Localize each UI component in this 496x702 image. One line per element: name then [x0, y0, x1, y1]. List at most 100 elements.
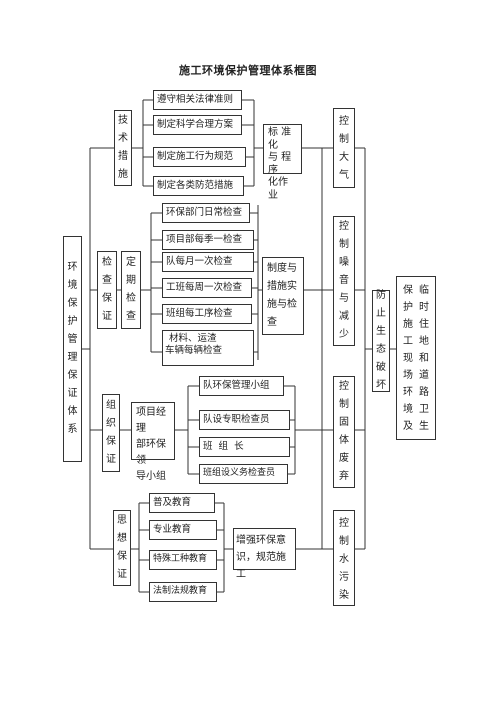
char: 弃	[339, 471, 349, 482]
char: 和	[419, 352, 429, 364]
check-item-5: 班组每工序检查	[162, 304, 252, 324]
char: 织	[106, 418, 116, 429]
char: 卫	[419, 403, 429, 415]
tech-result-line-2: 与 程 序	[268, 152, 292, 176]
check-item-1: 环保部门日常检查	[162, 203, 250, 223]
char: 施	[118, 169, 128, 180]
char: 查	[102, 275, 112, 286]
char: 与	[339, 293, 349, 304]
char: 期	[126, 275, 136, 286]
char: 生	[419, 420, 429, 432]
char: 护	[403, 301, 413, 313]
char: 废	[339, 453, 349, 464]
check-item-2: 项目部每季一检查	[162, 230, 254, 250]
char: 住	[419, 318, 429, 330]
char: 护	[67, 316, 78, 327]
char: 境	[403, 403, 413, 415]
goal-column-1: 保护施工现场环境及	[403, 282, 413, 435]
tech-item-2: 制定科学合理方案	[153, 115, 242, 135]
char: 技	[118, 115, 128, 126]
diagram-title: 施工环境保护管理体系框图	[179, 64, 317, 77]
org-item-1: 队环保管理小组	[199, 376, 284, 396]
check-result-line-3: 施与检	[267, 299, 297, 310]
char: 查	[126, 311, 136, 322]
check-item-6-line-2: 车辆每辆检查	[165, 344, 223, 356]
char: 控	[339, 518, 349, 529]
prevent-eco-damage-box: 防止生态破坏	[372, 290, 390, 392]
org-leader-line-3: 导小组	[136, 471, 166, 482]
char: 临	[419, 284, 429, 296]
char: 检	[102, 257, 112, 268]
thought-result-box: 增强环保意 识，规范施工	[233, 528, 296, 580]
char: 污	[339, 572, 349, 583]
char: 证	[106, 454, 116, 465]
check-item-6: 材料、运渣 车辆每辆检查	[162, 330, 254, 366]
char: 证	[117, 569, 127, 580]
root-box: 环境保护管理保证体系	[63, 236, 82, 462]
char: 路	[419, 386, 429, 398]
char: 措	[118, 151, 128, 162]
char: 止	[376, 308, 386, 319]
char: 气	[339, 170, 349, 181]
char: 工	[403, 335, 413, 347]
char: 大	[339, 152, 349, 163]
check-result-box: 制度与 措施实 施与检 查	[262, 257, 304, 335]
char: 证	[102, 311, 112, 322]
char: 时	[419, 301, 429, 313]
char: 保	[403, 284, 413, 296]
thought-item-3: 特殊工种教育	[149, 550, 217, 570]
char: 保	[102, 293, 112, 304]
char: 固	[339, 417, 349, 428]
tech-label-box: 技术措施	[114, 110, 132, 186]
tech-result-line-1: 标 准 化	[268, 127, 292, 151]
tech-item-3: 制定施工行为规范	[153, 147, 246, 167]
char: 制	[339, 399, 349, 410]
char: 破	[376, 362, 386, 373]
char: 系	[67, 424, 78, 435]
char: 保	[67, 298, 78, 309]
char: 控	[339, 221, 349, 232]
char: 管	[67, 334, 78, 345]
thought-result-line-1: 增强环保意	[236, 535, 286, 546]
char: 组	[106, 400, 116, 411]
char: 制	[339, 536, 349, 547]
char: 减	[339, 311, 349, 322]
char: 染	[339, 590, 349, 601]
char: 环	[67, 262, 78, 273]
thought-label-box: 思想保证	[113, 510, 131, 586]
char: 场	[403, 369, 413, 381]
char: 想	[117, 533, 127, 544]
char: 现	[403, 352, 413, 364]
tech-item-1: 遵守相关法律准则	[153, 90, 242, 110]
char: 生	[376, 326, 386, 337]
periodic-check-box: 定期检查	[121, 251, 141, 329]
char: 保	[106, 436, 116, 447]
check-item-4: 工班每周一次检查	[162, 278, 252, 298]
char: 保	[67, 370, 78, 381]
control-air-box: 控制大气	[333, 108, 355, 188]
goal-text: 保护施工现场环境及临时住地和道路卫生	[403, 282, 429, 435]
char: 定	[126, 257, 136, 268]
tech-item-4: 制定各类防范措施	[153, 176, 244, 196]
char: 环	[403, 386, 413, 398]
char: 体	[67, 406, 78, 417]
goal-column-2: 临时住地和道路卫生	[419, 282, 429, 435]
control-noise-box: 控制噪音与减少	[333, 216, 355, 346]
char: 制	[339, 134, 349, 145]
char: 体	[339, 435, 349, 446]
goal-box: 保护施工现场环境及临时住地和道路卫生	[396, 276, 436, 440]
char: 思	[117, 515, 127, 526]
control-solid-waste-box: 控制固体废弃	[333, 376, 355, 488]
char: 水	[339, 554, 349, 565]
org-leader-line-2: 部环保领	[136, 439, 166, 466]
char: 及	[403, 420, 413, 432]
char: 道	[419, 369, 429, 381]
org-item-3: 班 组 长	[199, 437, 290, 457]
thought-item-2: 专业教育	[149, 520, 217, 540]
check-result-line-1: 制度与	[267, 263, 297, 274]
char: 坏	[376, 380, 386, 391]
char: 制	[339, 239, 349, 250]
org-leader-box: 项目经理 部环保领 导小组	[131, 402, 175, 482]
thought-item-1: 普及教育	[149, 493, 215, 513]
